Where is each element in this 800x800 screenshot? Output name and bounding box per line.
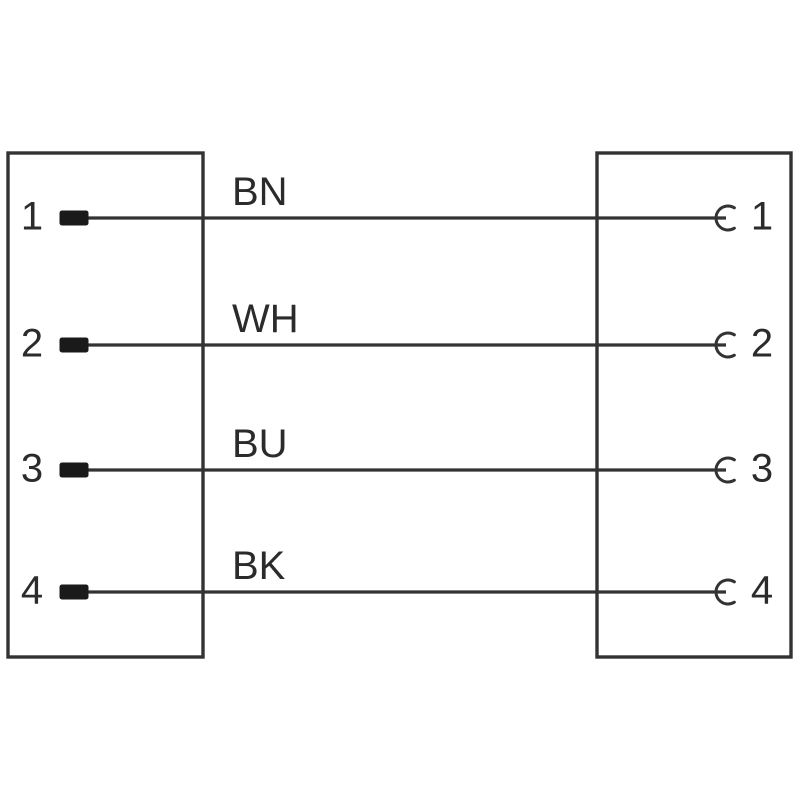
wires-group bbox=[88, 216, 726, 594]
wire-color-label: BK bbox=[232, 544, 286, 588]
right-pin-number: 2 bbox=[751, 322, 773, 366]
right-socket-arc-icon bbox=[714, 578, 736, 606]
wire-color-label: BN bbox=[232, 170, 288, 214]
left-pin-number: 1 bbox=[21, 195, 43, 239]
right-connector-housing bbox=[595, 151, 793, 659]
left-pin-number: 3 bbox=[21, 447, 43, 491]
left-pin-number: 4 bbox=[21, 569, 43, 613]
left-pin-terminal bbox=[59, 584, 89, 600]
right-socket-arc-icon bbox=[714, 331, 736, 359]
left-pin-number: 2 bbox=[21, 322, 43, 366]
right-socket-arc-icon bbox=[714, 204, 736, 232]
right-pin-number: 3 bbox=[751, 447, 773, 491]
left-pin-terminal bbox=[59, 337, 89, 353]
right-socket-arc-icon bbox=[714, 456, 736, 484]
left-pin-terminal bbox=[59, 462, 89, 478]
left-pins-group: 1 2 3 4 bbox=[21, 195, 89, 613]
wire-color-label: BU bbox=[232, 422, 288, 466]
left-connector-housing bbox=[6, 151, 205, 659]
right-pin-number: 4 bbox=[751, 569, 773, 613]
wire-labels-group: BN WH BU BK bbox=[232, 170, 299, 588]
right-pin-number: 1 bbox=[751, 195, 773, 239]
wire-color-label: WH bbox=[232, 297, 299, 341]
left-pin-terminal bbox=[59, 210, 89, 226]
right-pins-group: 1 2 3 4 bbox=[714, 195, 773, 613]
